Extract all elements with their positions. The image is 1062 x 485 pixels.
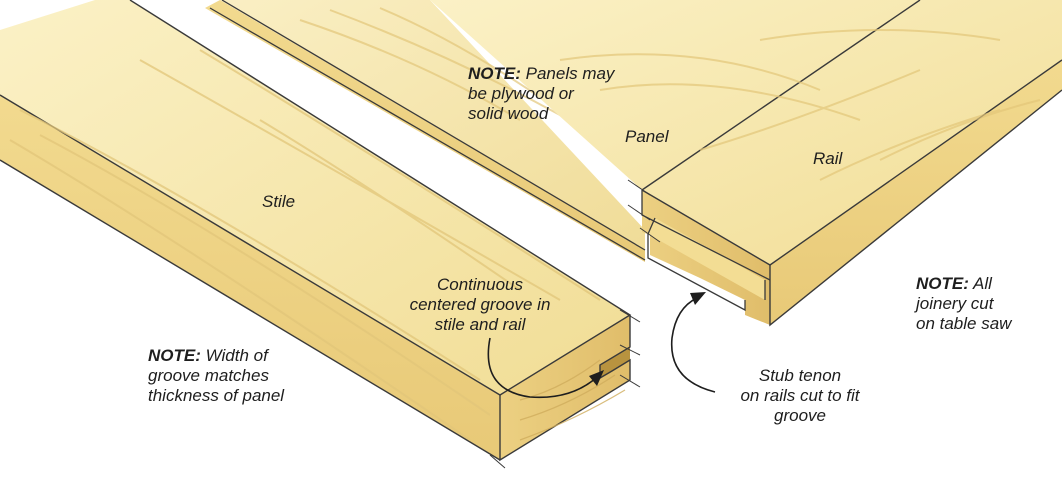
note-width: NOTE: Width of groove matches thickness … xyxy=(148,346,284,406)
panel-label: Panel xyxy=(625,127,669,146)
note-panels: NOTE: Panels may be plywood or solid woo… xyxy=(468,64,614,124)
note-text: All xyxy=(968,274,992,293)
callout-text: Continuous xyxy=(436,275,523,294)
note-prefix: NOTE: xyxy=(148,346,201,365)
note-text: solid wood xyxy=(468,104,549,123)
groove-callout: Continuous centered groove in stile and … xyxy=(380,275,580,335)
callout-text: groove xyxy=(774,406,826,425)
note-joinery: NOTE: All joinery cut on table saw xyxy=(916,274,1011,334)
tenon-callout: Stub tenon on rails cut to fit groove xyxy=(715,366,885,426)
note-text: Panels may xyxy=(520,64,615,83)
stile-label: Stile xyxy=(262,192,296,211)
note-text: on table saw xyxy=(916,314,1012,333)
note-text: Width of xyxy=(200,346,268,365)
callout-text: on rails cut to fit xyxy=(740,386,860,405)
callout-text: Stub tenon xyxy=(758,366,842,385)
callout-text: stile and rail xyxy=(434,315,526,334)
note-prefix: NOTE: xyxy=(916,274,969,293)
callout-text: centered groove in xyxy=(409,295,551,314)
note-text: joinery cut xyxy=(916,294,994,313)
rail-label: Rail xyxy=(813,149,843,168)
stile-board xyxy=(0,0,641,469)
panel-board xyxy=(205,0,646,262)
note-text: groove matches xyxy=(148,366,269,385)
note-text: be plywood or xyxy=(468,84,574,103)
rail-board xyxy=(430,0,1062,327)
groove-arrow xyxy=(487,337,604,399)
tenon-arrow xyxy=(670,292,716,393)
note-prefix: NOTE: xyxy=(468,64,521,83)
note-text: thickness of panel xyxy=(148,386,285,405)
